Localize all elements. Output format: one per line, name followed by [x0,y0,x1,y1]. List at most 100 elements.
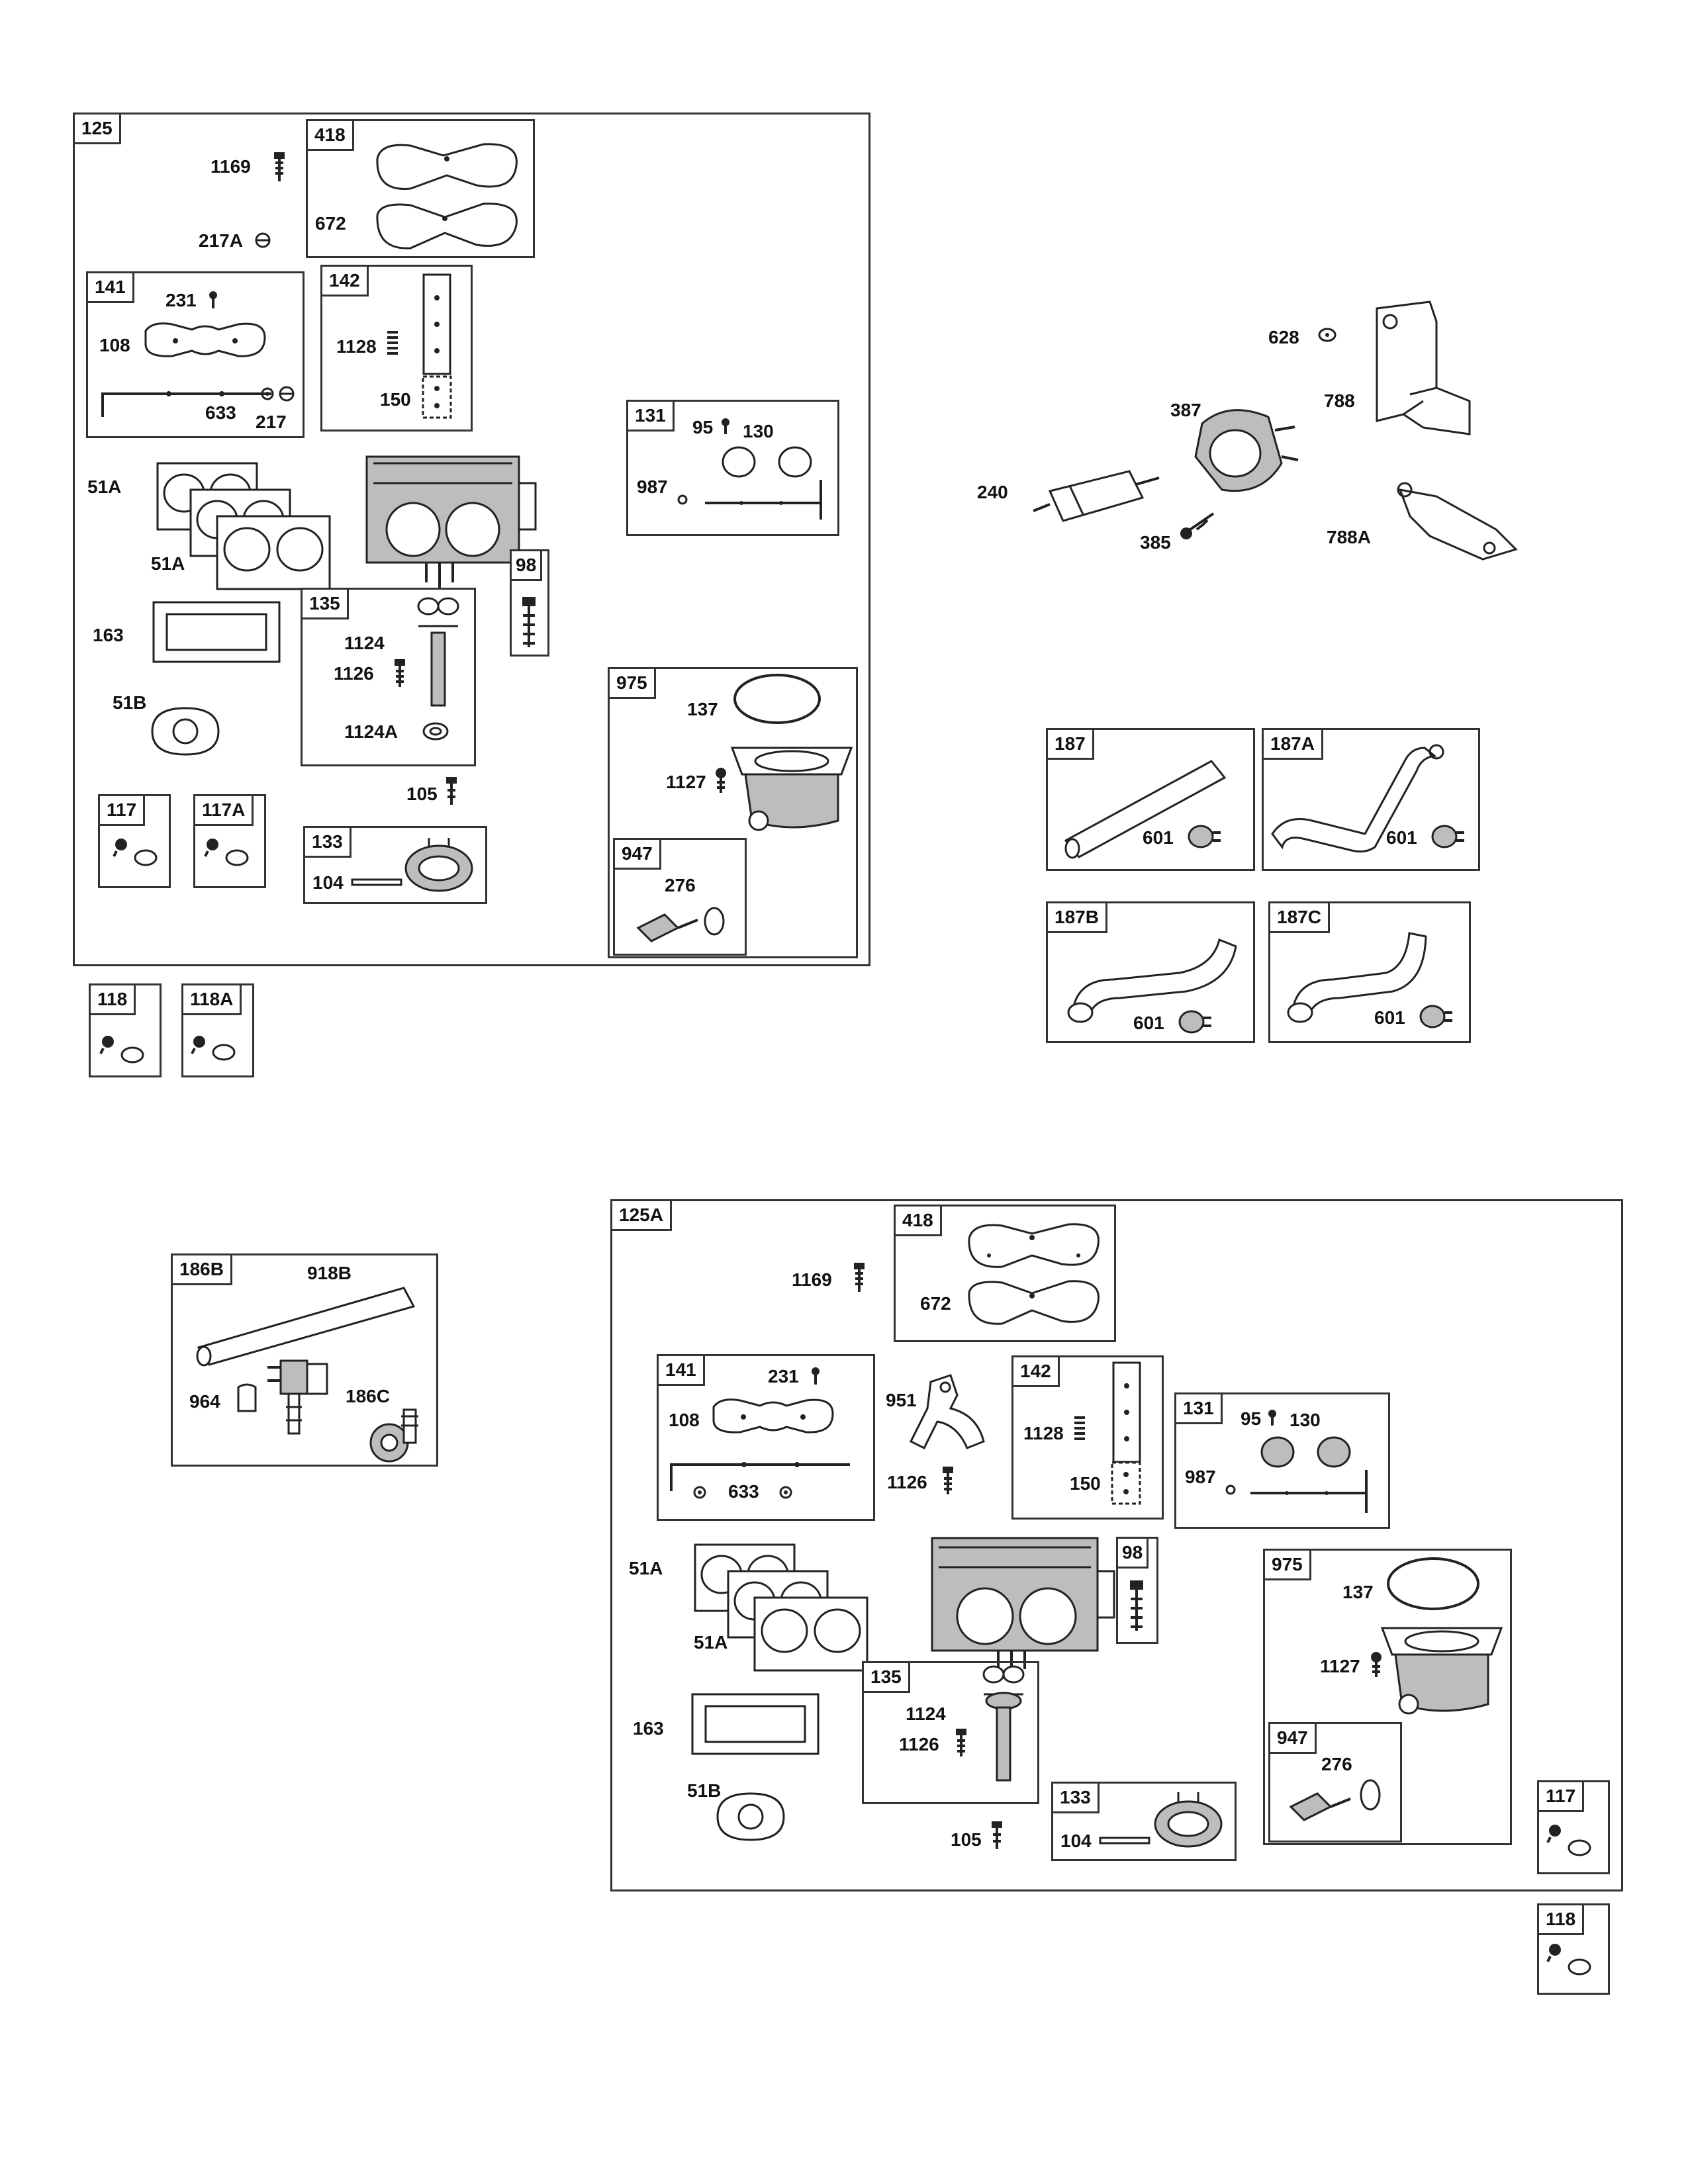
part-601-label: 601 [1133,1013,1164,1033]
assembly-131-tag: 131 [1176,1394,1223,1424]
assembly-98-tag: 98 [512,551,543,581]
part-150-label: 150 [380,389,411,410]
hose-clamp-icon [1419,1005,1452,1028]
assembly-125-panel: 125 [73,113,870,966]
gasket-icon [694,1543,868,1672]
assembly-125A-tag: 125A [612,1201,672,1231]
part-1124A-label: 1124A [344,721,398,742]
assembly-975-panel: 975 [1263,1549,1512,1845]
part-1126-label: 1126 [899,1734,939,1754]
assembly-187B-tag: 187B [1048,903,1107,933]
spring-icon [1074,1416,1085,1440]
part-104-label: 104 [312,872,344,893]
pin-icon [722,418,729,434]
assembly-98-tag: 98 [1118,1539,1149,1569]
gasket-icon [716,1792,785,1841]
screw-washer-icon [1546,1825,1591,1856]
assembly-98-panel: 98 [510,549,549,657]
gasket-icon [691,1693,820,1755]
part-163-label: 163 [93,625,124,645]
assembly-142-tag: 142 [1013,1357,1060,1387]
part-633-label: 633 [205,402,236,423]
part-633-label: 633 [728,1481,759,1502]
assembly-118-tag: 118 [1539,1905,1585,1935]
part-163-label: 163 [633,1718,664,1739]
assembly-187C-panel: 187C [1268,901,1471,1043]
bracket-icon [1397,482,1518,561]
part-964-label: 964 [189,1391,220,1412]
assembly-135-panel: 135 [862,1661,1039,1804]
part-51A-label: 51A [151,553,185,574]
assembly-133-panel: 133 [1051,1782,1237,1861]
carburetor-body-icon [365,455,537,589]
plug-icon [237,1383,257,1412]
assembly-133-tag: 133 [305,828,352,858]
pin-icon [209,291,217,308]
nut-icon [255,232,271,248]
o-ring-icon [422,722,449,741]
part-1124-label: 1124 [906,1704,946,1724]
assembly-118A-tag: 118A [183,985,242,1015]
fuel-line-icon [1287,932,1427,1023]
part-186C-label: 186C [346,1386,390,1406]
assembly-133-panel: 133 [303,826,487,904]
assembly-142-panel: 142 [320,265,473,432]
assembly-141-panel: 141 [657,1354,875,1521]
part-240-label: 240 [977,482,1008,502]
throttle-plate-icon [1111,1461,1141,1505]
solenoid-icon [636,907,725,942]
washer-icon [677,494,688,505]
assembly-117-tag: 117 [100,796,146,826]
assembly-187A-panel: 187A [1262,728,1480,871]
part-918B-label: 918B [307,1263,352,1283]
assembly-187C-tag: 187C [1270,903,1330,933]
assembly-947-panel: 947 [613,838,747,956]
washer-icon [1225,1484,1236,1495]
solenoid-icon [1289,1779,1381,1821]
part-387-label: 387 [1170,400,1201,420]
assembly-187B-panel: 187B [1046,901,1255,1043]
nut-icon [261,387,274,400]
part-672-label: 672 [920,1293,951,1314]
fuel-filter-icon [1033,470,1160,522]
fuel-line-icon [1067,938,1237,1023]
screw-icon [274,152,285,181]
hose-clamp-icon [1431,825,1464,848]
part-1126-label: 1126 [887,1472,927,1492]
part-51A-label: 51A [629,1558,663,1578]
part-95-label: 95 [1241,1408,1262,1429]
part-231-label: 231 [768,1366,799,1387]
part-108-label: 108 [669,1410,700,1430]
emulsion-tube-icon [982,1665,1025,1782]
part-601-label: 601 [1374,1007,1405,1028]
nut-icon [1318,328,1336,342]
gasket-icon [968,1223,1100,1268]
part-276-label: 276 [1321,1754,1352,1774]
fuel-valve-icon [369,1408,418,1463]
screw-washer-icon [113,839,158,866]
part-51B-label: 51B [687,1780,722,1801]
part-788-label: 788 [1324,390,1355,411]
part-672-label: 672 [315,213,346,234]
part-105-label: 105 [951,1829,982,1850]
pin-icon [351,878,402,886]
part-51A-label: 51A [87,477,122,497]
assembly-118-tag: 118 [91,985,136,1015]
screw-icon [1371,1652,1382,1677]
assembly-135-tag: 135 [303,590,349,619]
assembly-117-panel: 117 [1537,1780,1610,1874]
float-icon [1154,1792,1223,1848]
assembly-98-panel: 98 [1116,1537,1158,1644]
assembly-418-panel: 418 [306,119,535,258]
o-ring-icon [1387,1557,1479,1610]
part-1126-label: 1126 [334,663,374,684]
screw-icon [716,768,726,793]
assembly-131-panel: 131 [1174,1392,1390,1529]
assembly-131-panel: 131 [626,400,839,536]
assembly-141-panel: 141 [86,271,305,438]
part-987-label: 987 [637,477,668,497]
part-104-label: 104 [1060,1831,1092,1851]
assembly-141-tag: 141 [88,273,134,303]
part-1124-label: 1124 [344,633,385,653]
choke-shaft-icon [1250,1470,1368,1513]
